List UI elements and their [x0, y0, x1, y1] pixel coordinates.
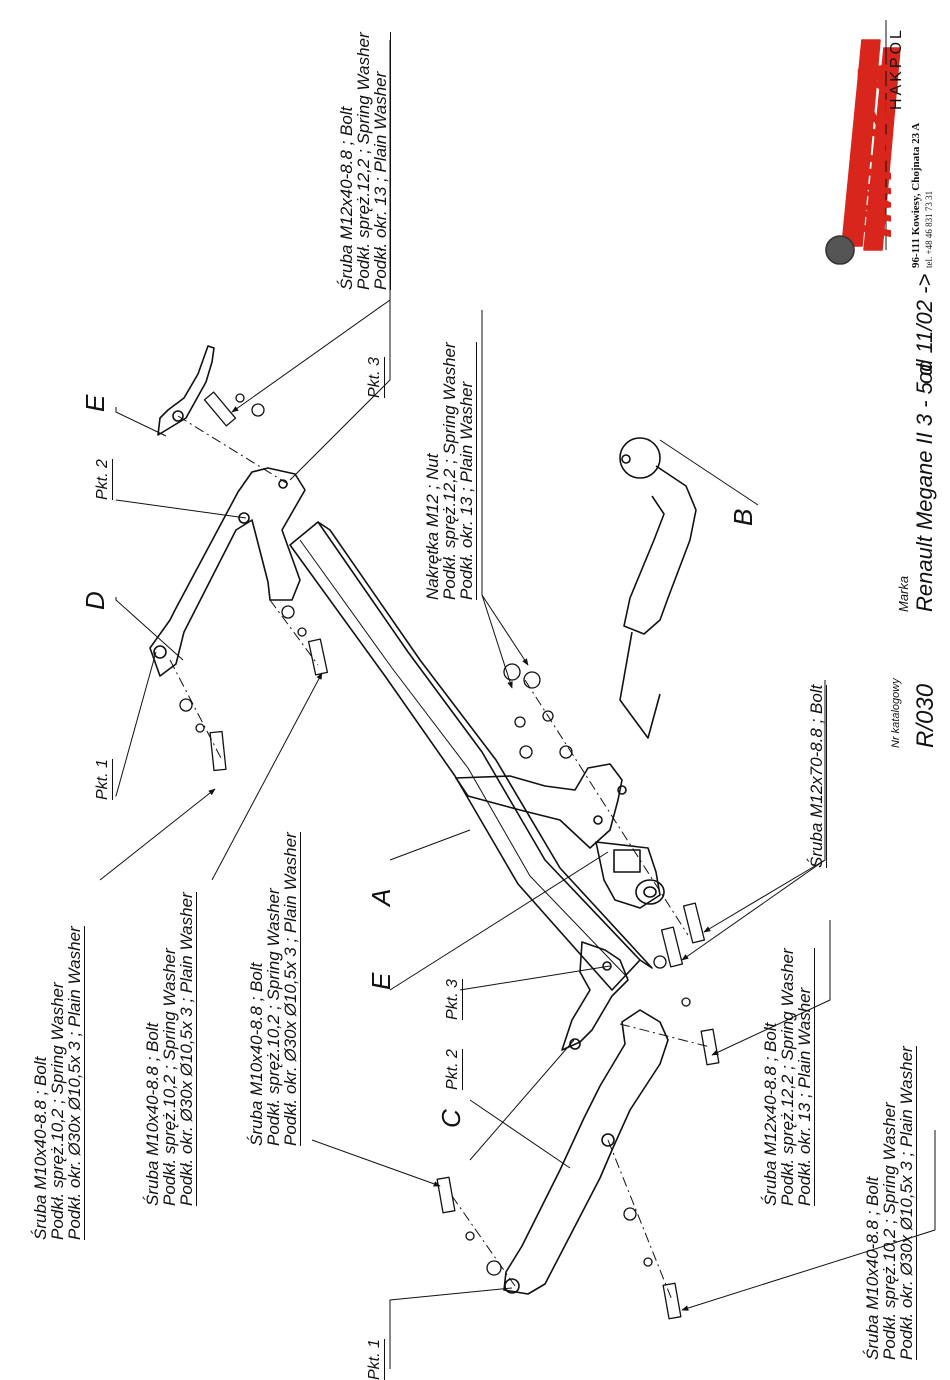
axis-lines [169, 415, 711, 1301]
pkt-label-d-3: Pkt. 3 [366, 357, 385, 398]
pkt-label-c-2: Pkt. 2 [444, 1049, 463, 1090]
note-left-1: Śruba M10x40-8.8 ; Bolt Podkł. spręż.10,… [31, 926, 85, 1240]
pkt-label-c-3: Pkt. 3 [444, 979, 463, 1020]
socket-plate-e-lower [595, 841, 665, 909]
note-middle: Śruba M10x40-8.8 ; Bolt Podkł. spręż.10,… [247, 832, 301, 1146]
make-label: Marka [896, 575, 911, 612]
catalog-value: R/030 [912, 683, 939, 748]
part-label-b: B [728, 508, 758, 526]
company-phone: tel. +48 46 831 73 31 [924, 190, 934, 268]
pkt-label-d-2: Pkt. 2 [94, 459, 113, 500]
date-value: od 11/02 -> [912, 273, 937, 384]
note-top-right: Śruba M12x40-8.8 ; Bolt Podkł. spręż.12,… [337, 32, 391, 290]
crossbar-a [289, 521, 653, 991]
pkt-label-c-1: Pkt. 1 [366, 1339, 385, 1380]
company-logo-mark [825, 20, 901, 265]
company-address: 96-111 Kowiesy, Chojnata 23 A [910, 122, 922, 268]
note-left-2: Śruba M10x40-8.8 ; Bolt Podkł. spręż.10,… [143, 892, 197, 1206]
fasteners [179, 391, 720, 1320]
pkt-label-d-1: Pkt. 1 [94, 759, 113, 800]
part-label-d: D [80, 591, 110, 610]
make-value: Renault Megane II 3 - 5 d [912, 363, 937, 612]
note-bolt-m12x70: Śruba M12x70-8.8 ; Bolt [807, 684, 827, 868]
part-label-e-lower: E [366, 972, 396, 990]
logo-subtext: HAKPOL [888, 27, 905, 110]
plate-e-upper [157, 345, 215, 436]
ball-mount-plate [455, 763, 627, 849]
part-label-e-upper: E [80, 394, 110, 412]
part-label-c: C [436, 1109, 466, 1128]
catalog-label: Nr katalogowy [890, 678, 902, 748]
bracket-d [149, 467, 306, 677]
note-bottom-m10: Śruba M10x40-8.8 ; Bolt Podkł. spręż.10,… [863, 1046, 917, 1360]
note-nut: Nakrętka M12 ; Nut Podkł. spręż.12,2 ; S… [423, 342, 477, 600]
bracket-c [503, 941, 669, 1295]
tow-ball-b [619, 437, 697, 739]
note-bottom-m12: Śruba M12x40-8.8 ; Bolt Podkł. spręż.12,… [761, 948, 815, 1206]
part-label-a: A [366, 888, 396, 906]
leader-lines [99, 40, 936, 1369]
